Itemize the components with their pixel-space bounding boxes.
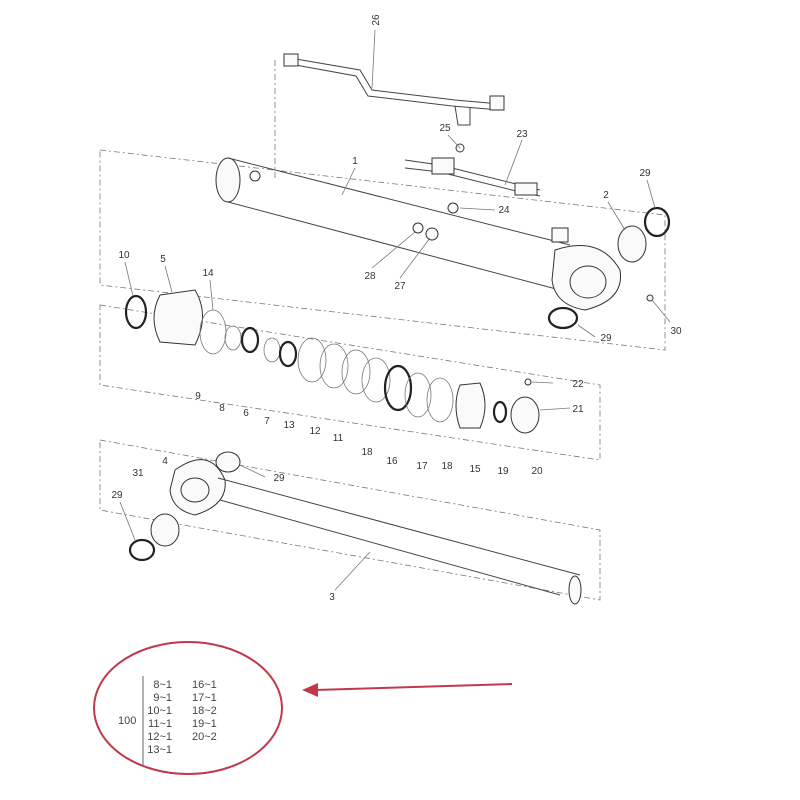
callout: 26 (371, 14, 382, 26)
callout: 28 (364, 271, 376, 282)
callout: 12 (309, 426, 321, 437)
leader-lines (119, 29, 671, 591)
piston-rod-3 (217, 477, 581, 576)
callout: 27 (394, 281, 406, 292)
svg-text:12~1: 12~1 (147, 731, 172, 743)
callout: 19 (497, 466, 509, 477)
callout: 3 (329, 592, 335, 603)
callout: 21 (572, 404, 584, 415)
svg-text:8~1: 8~1 (153, 679, 172, 691)
bushing-31 (150, 513, 180, 547)
callout: 23 (516, 129, 528, 140)
svg-text:17~1: 17~1 (192, 692, 217, 704)
callout: 11 (333, 433, 344, 444)
callout: 22 (572, 379, 584, 390)
callout: 1 (352, 156, 358, 167)
rod-frame (99, 439, 601, 601)
nut-20 (510, 396, 540, 434)
callout: 4 (162, 456, 168, 467)
seal-kit-frame (99, 304, 601, 461)
seal-29 (547, 306, 579, 330)
callout: 13 (283, 420, 295, 431)
cylinder-tube (215, 157, 241, 203)
callout: 8 (219, 403, 225, 414)
callout: 18 (361, 447, 373, 458)
highlight-circle (93, 641, 283, 775)
svg-text:11~1: 11~1 (148, 718, 172, 730)
svg-text:10~1: 10~1 (147, 705, 172, 717)
callout: 29 (111, 490, 123, 501)
callout-labels: 26 1 25 23 24 28 27 2 29 30 29 10 5 14 9… (111, 14, 682, 603)
svg-text:9~1: 9~1 (153, 692, 172, 704)
pipe-26 (289, 57, 501, 105)
callout: 2 (603, 190, 609, 201)
cylinder-head-5 (153, 289, 203, 346)
callout: 15 (469, 464, 481, 475)
svg-text:19~1: 19~1 (192, 718, 217, 730)
svg-text:18~2: 18~2 (192, 705, 217, 717)
callout: 30 (670, 326, 682, 337)
svg-text:13~1: 13~1 (147, 744, 172, 756)
svg-text:20~2: 20~2 (192, 731, 217, 743)
piston-15 (455, 382, 486, 429)
callout: 10 (118, 250, 130, 261)
callout: 24 (498, 205, 510, 216)
arrow-head-icon (302, 683, 318, 697)
callout: 14 (202, 268, 214, 279)
seal-10 (124, 294, 148, 330)
callout: 25 (439, 123, 451, 134)
callout: 29 (639, 168, 651, 179)
seal-29 (128, 538, 156, 562)
callout: 29 (273, 473, 285, 484)
kit-contents-table: 8~1 16~1 9~1 17~1 10~1 18~2 11~1 19~1 12… (147, 679, 217, 756)
callout: 18 (441, 461, 453, 472)
callout: 31 (132, 468, 144, 479)
callout: 17 (416, 461, 428, 472)
seal-29 (643, 206, 671, 238)
bushing (215, 451, 241, 473)
callout: 16 (386, 456, 398, 467)
callout: 6 (243, 408, 249, 419)
callout: 29 (600, 333, 612, 344)
callout: 9 (195, 391, 201, 402)
svg-text:16~1: 16~1 (192, 679, 217, 691)
cylinder-tube-frame (99, 149, 666, 351)
callout: 20 (531, 466, 543, 477)
bushing-2 (617, 225, 647, 263)
kit-number: 100 (118, 715, 136, 727)
highlight-arrow (314, 683, 513, 691)
callout: 5 (160, 254, 166, 265)
callout: 7 (264, 416, 270, 427)
